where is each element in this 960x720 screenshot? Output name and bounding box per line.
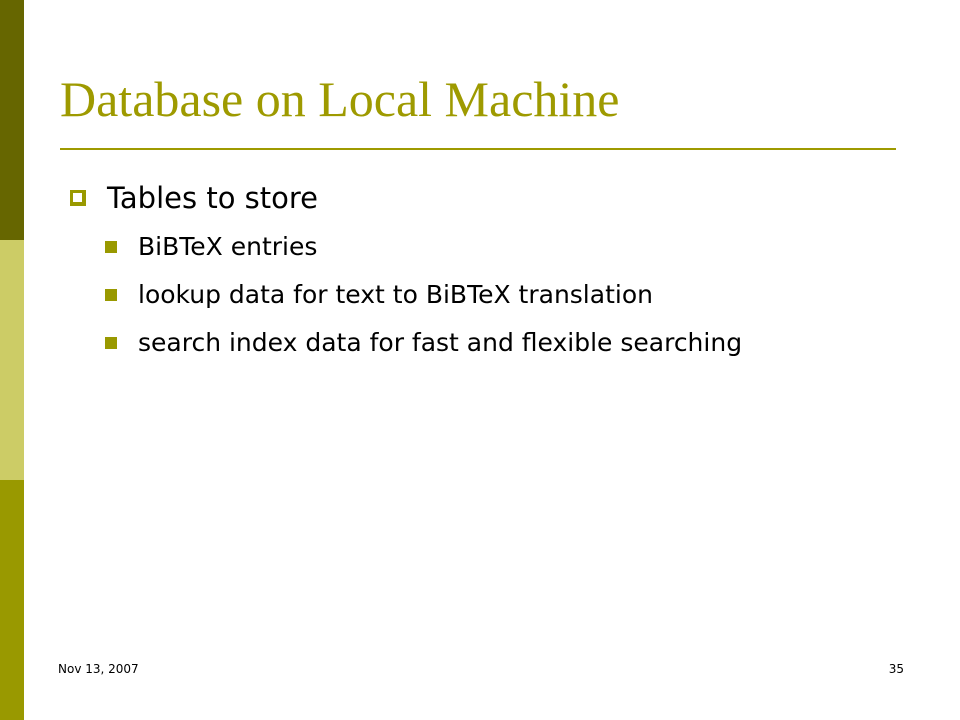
slide-title: Database on Local Machine bbox=[60, 71, 620, 127]
square-bullet-icon bbox=[105, 241, 117, 253]
footer-date: Nov 13, 2007 bbox=[58, 662, 139, 676]
square-bullet-icon bbox=[105, 337, 117, 349]
title-underline bbox=[60, 148, 896, 150]
sub-bullet-text: search index data for fast and flexible … bbox=[138, 328, 743, 357]
sub-bullet-item: BiBTeX entries bbox=[60, 230, 920, 264]
bullet-tables-to-store: Tables to store bbox=[60, 178, 920, 218]
sub-bullet-item: search index data for fast and flexible … bbox=[60, 326, 920, 360]
sub-bullet-text: BiBTeX entries bbox=[138, 232, 318, 261]
hollow-square-bullet-icon bbox=[70, 190, 86, 206]
bullet-text: Tables to store bbox=[107, 181, 319, 215]
sub-bullet-text: lookup data for text to BiBTeX translati… bbox=[138, 280, 653, 309]
slide-content: Tables to store BiBTeX entries lookup da… bbox=[60, 178, 920, 374]
sub-bullet-item: lookup data for text to BiBTeX translati… bbox=[60, 278, 920, 312]
footer-page-number: 35 bbox=[888, 662, 904, 676]
sidebar-top-segment bbox=[0, 0, 24, 240]
square-bullet-icon bbox=[105, 289, 117, 301]
sidebar-bottom-segment bbox=[0, 480, 24, 720]
sub-bullet-list: BiBTeX entries lookup data for text to B… bbox=[60, 230, 920, 360]
sidebar-middle-segment bbox=[0, 240, 24, 480]
